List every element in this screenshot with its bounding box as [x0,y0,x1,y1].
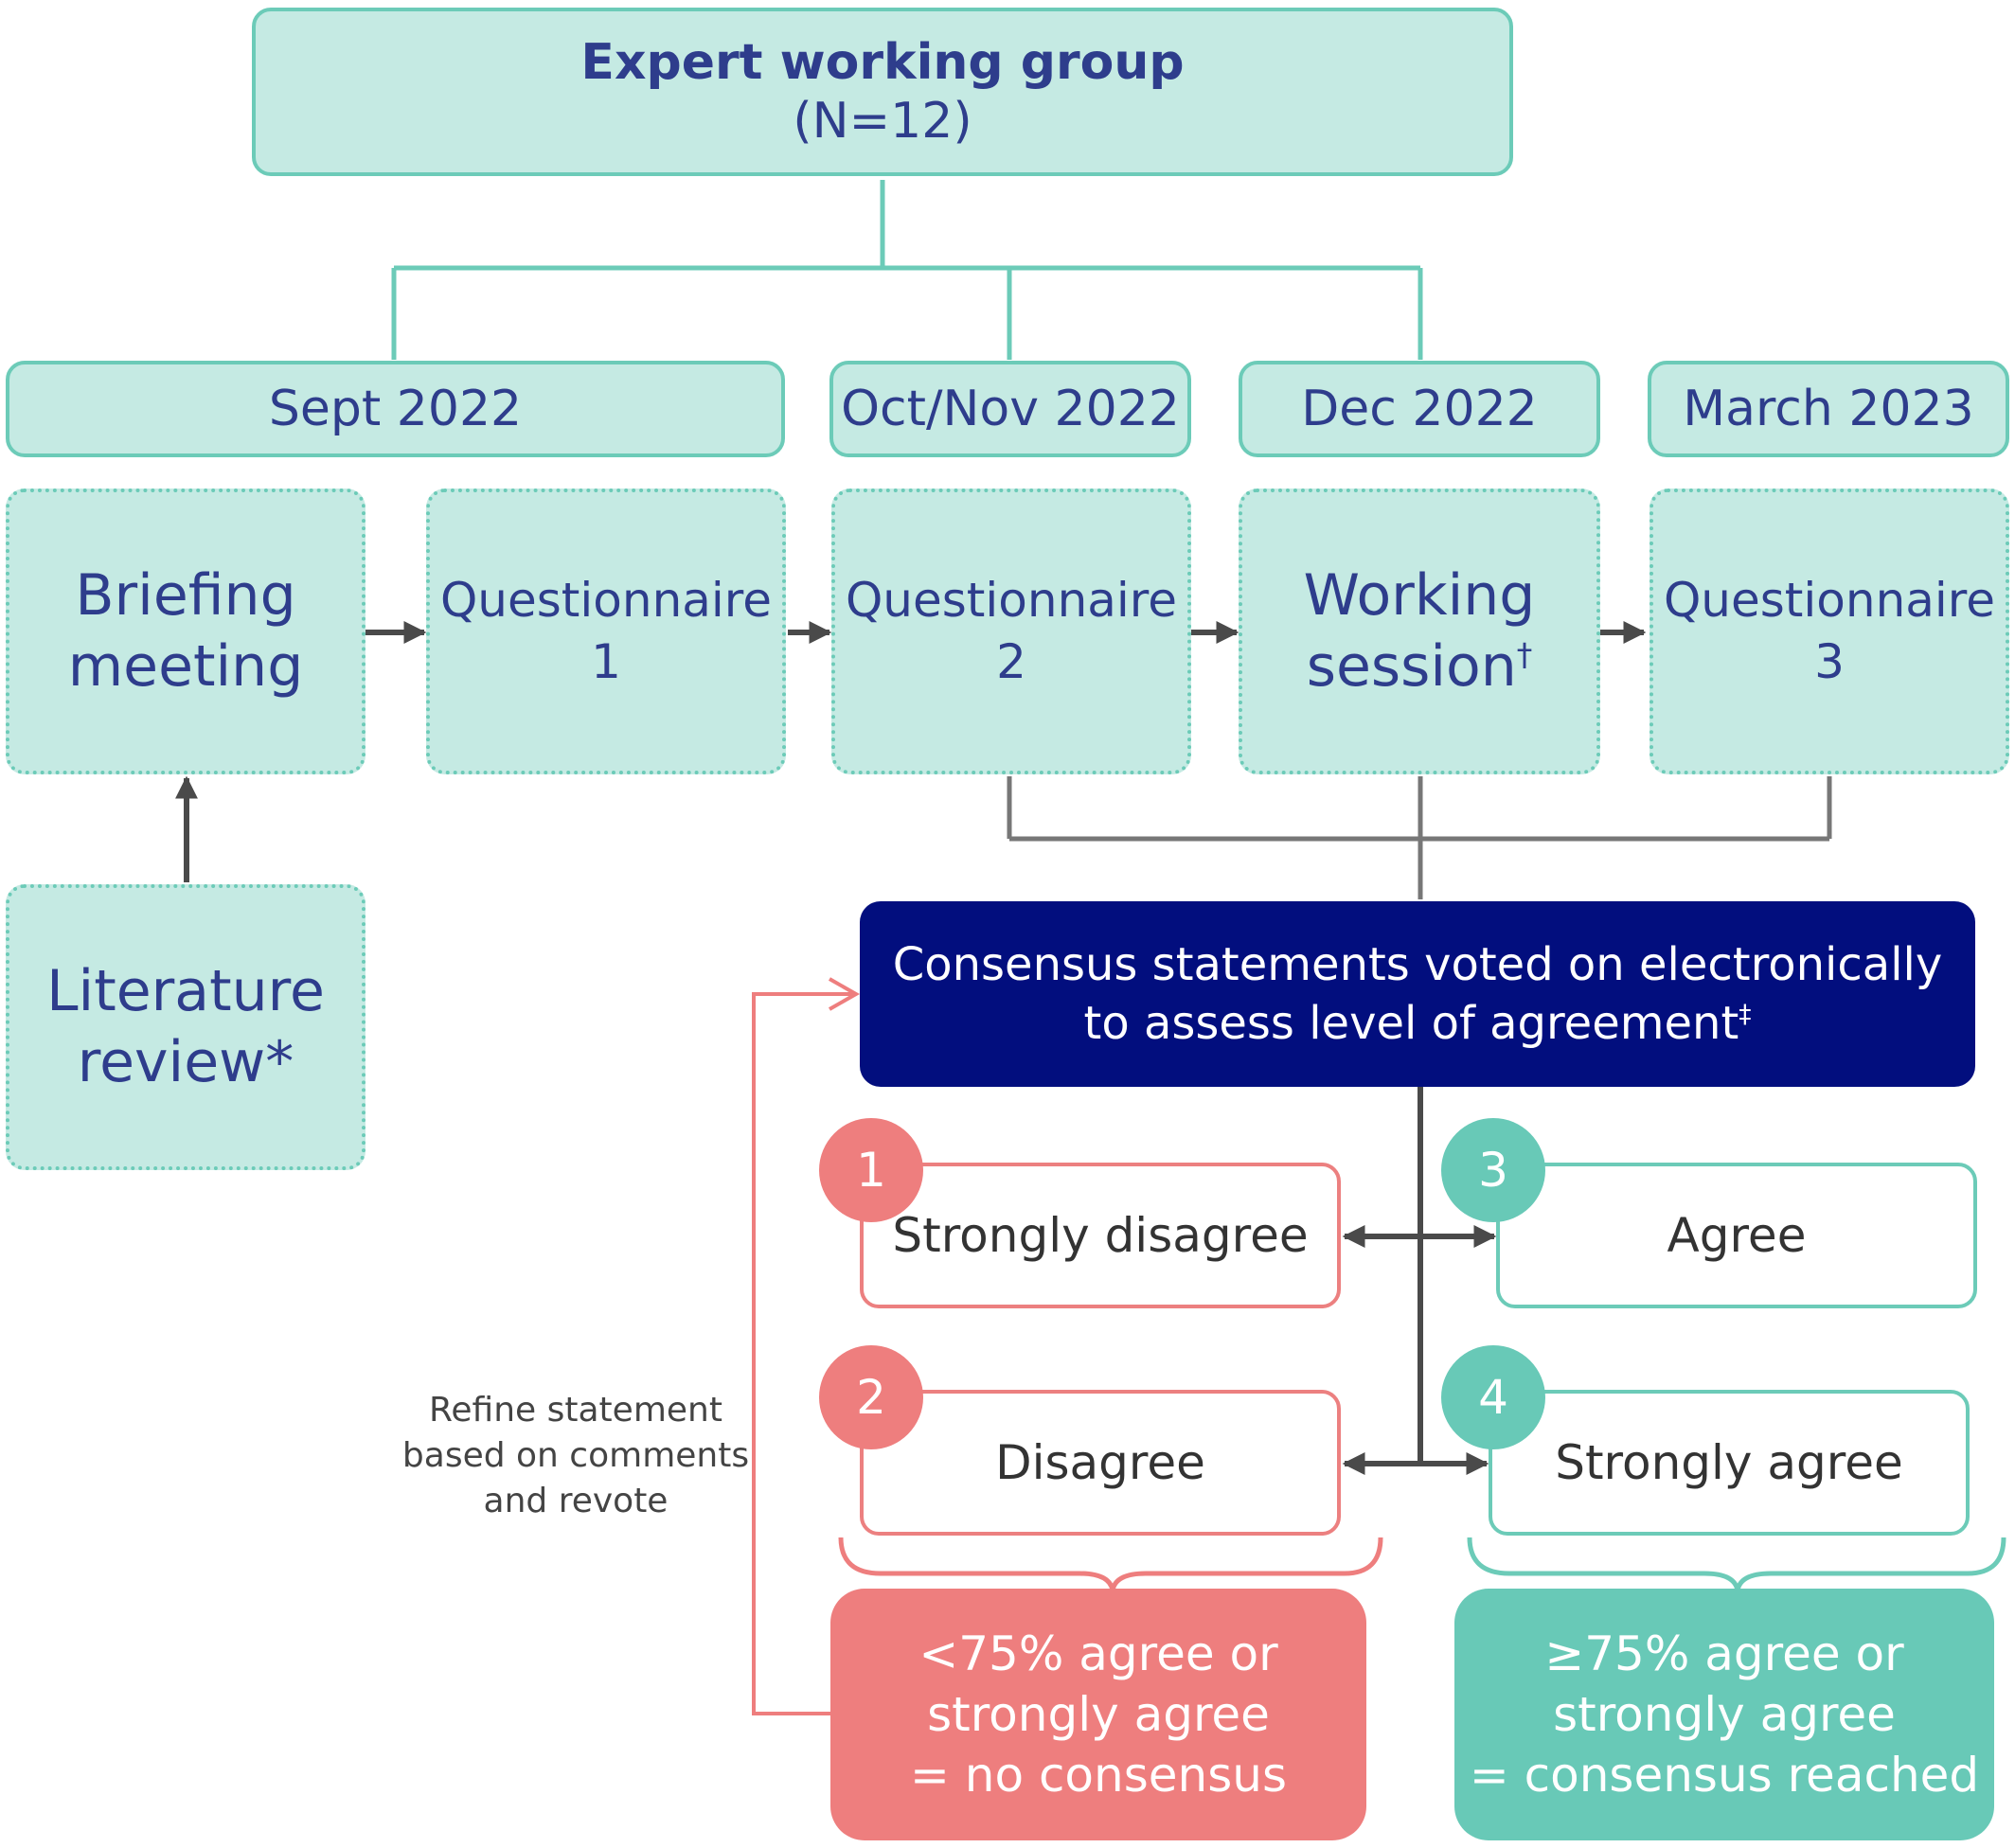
refine-statement-note: Refine statement based on comments and r… [396,1388,756,1524]
period-label: Sept 2022 [268,381,523,437]
result-consensus-reached: ≥75% agree or strongly agree = consensus… [1454,1589,1994,1840]
option-number-badge: 3 [1441,1118,1545,1222]
brace-disagree [838,1537,1383,1591]
step-label: Questionnaire [1663,573,1996,628]
consensus-line-2: to assess level of agreement [1083,997,1739,1050]
expert-working-group-title: Expert working group [580,33,1185,91]
dagger-mark: † [1516,636,1533,673]
double-dagger-mark: ‡ [1739,1000,1752,1029]
expert-working-group-size: (N=12) [793,93,972,150]
step-label: Briefing [75,562,296,629]
period-dec-2022: Dec 2022 [1239,361,1600,457]
note-line: based on comments [401,1435,750,1475]
consensus-line-1: Consensus statements voted on electronic… [892,937,1943,991]
step-label: 1 [591,634,621,689]
step-questionnaire-2: Questionnaire 2 [831,489,1191,774]
result-line: = consensus reached [1469,1748,1980,1803]
option-strongly-agree: Strongly agree [1489,1390,1970,1536]
step-working-session: Working session† [1239,489,1600,774]
period-sept-2022: Sept 2022 [6,361,785,457]
feedback-loop [752,992,852,1715]
period-label: March 2023 [1683,381,1974,437]
step-label: Literature [46,958,325,1024]
step-label: 3 [1814,634,1845,689]
step-questionnaire-3: Questionnaire 3 [1649,489,2009,774]
period-oct-nov-2022: Oct/Nov 2022 [829,361,1191,457]
option-number-badge: 4 [1441,1345,1545,1449]
option-label: Strongly disagree [892,1208,1309,1263]
consensus-voting-box: Consensus statements voted on electronic… [860,901,1975,1087]
result-line: strongly agree [1553,1687,1896,1742]
result-no-consensus: <75% agree or strongly agree = no consen… [830,1589,1366,1840]
option-label: Strongly agree [1555,1435,1903,1490]
brace-agree [1467,1537,2006,1591]
consensus-line-2-wrap: to assess level of agreement‡ [1084,994,1752,1053]
step-questionnaire-1: Questionnaire 1 [426,489,786,774]
option-number-badge: 1 [819,1118,923,1222]
result-line: ≥75% agree or [1544,1626,1904,1681]
note-line: and revote [483,1481,669,1520]
option-disagree: Disagree [860,1390,1341,1536]
expert-working-group-box: Expert working group (N=12) [252,8,1513,176]
step-label: Questionnaire [845,573,1178,628]
step-briefing-meeting: Briefing meeting [6,489,366,774]
step-literature-review: Literature review* [6,884,366,1170]
period-label: Oct/Nov 2022 [841,381,1180,437]
step-label: session [1306,633,1517,700]
step-label: Working [1303,562,1536,629]
step-label-with-mark: session† [1307,631,1533,702]
option-label: Disagree [995,1435,1205,1490]
note-line: Refine statement [429,1391,722,1430]
option-strongly-disagree: Strongly disagree [860,1163,1341,1308]
period-label: Dec 2022 [1301,381,1538,437]
result-line: = no consensus [909,1748,1288,1803]
step-label: meeting [67,633,304,700]
period-march-2023: March 2023 [1648,361,2009,457]
feedback-loop-arrowhead [829,977,861,1011]
result-line: strongly agree [927,1687,1270,1742]
option-label: Agree [1667,1208,1807,1263]
option-number-badge: 2 [819,1345,923,1449]
step-label: 2 [996,634,1026,689]
result-line: <75% agree or [918,1626,1278,1681]
option-agree: Agree [1496,1163,1977,1308]
step-label: Questionnaire [439,573,773,628]
step-label: review* [77,1029,294,1095]
